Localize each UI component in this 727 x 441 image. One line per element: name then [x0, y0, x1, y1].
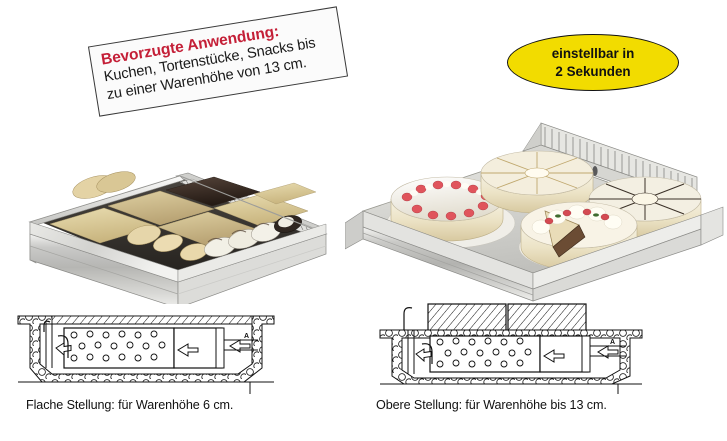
badge-line-1: einstellbar in [551, 45, 635, 61]
airflow-arrow [55, 339, 251, 357]
photo-raised-position [345, 122, 724, 302]
diagram-raised-cross-section: A [379, 303, 643, 394]
caption-flat-position: Flache Stellung: für Warenhöhe 6 cm. [26, 398, 234, 412]
caption-raised-position: Obere Stellung: für Warenhöhe bis 13 cm. [376, 398, 607, 412]
arrow-label-a: A [610, 339, 615, 346]
preferred-use-callout: Bevorzugte Anwendung: Kuchen, Tortenstüc… [87, 6, 349, 117]
arrow-label-a: A [244, 333, 249, 340]
raised-goods-blocks [427, 303, 587, 335]
badge-line-2: 2 Sekunden [555, 63, 631, 79]
diagram-flat-cross-section: A [17, 315, 275, 394]
adjustable-badge: einstellbar in 2 Sekunden [507, 34, 679, 91]
photo-flat-position [28, 171, 328, 304]
airflow-arrow [415, 345, 619, 363]
